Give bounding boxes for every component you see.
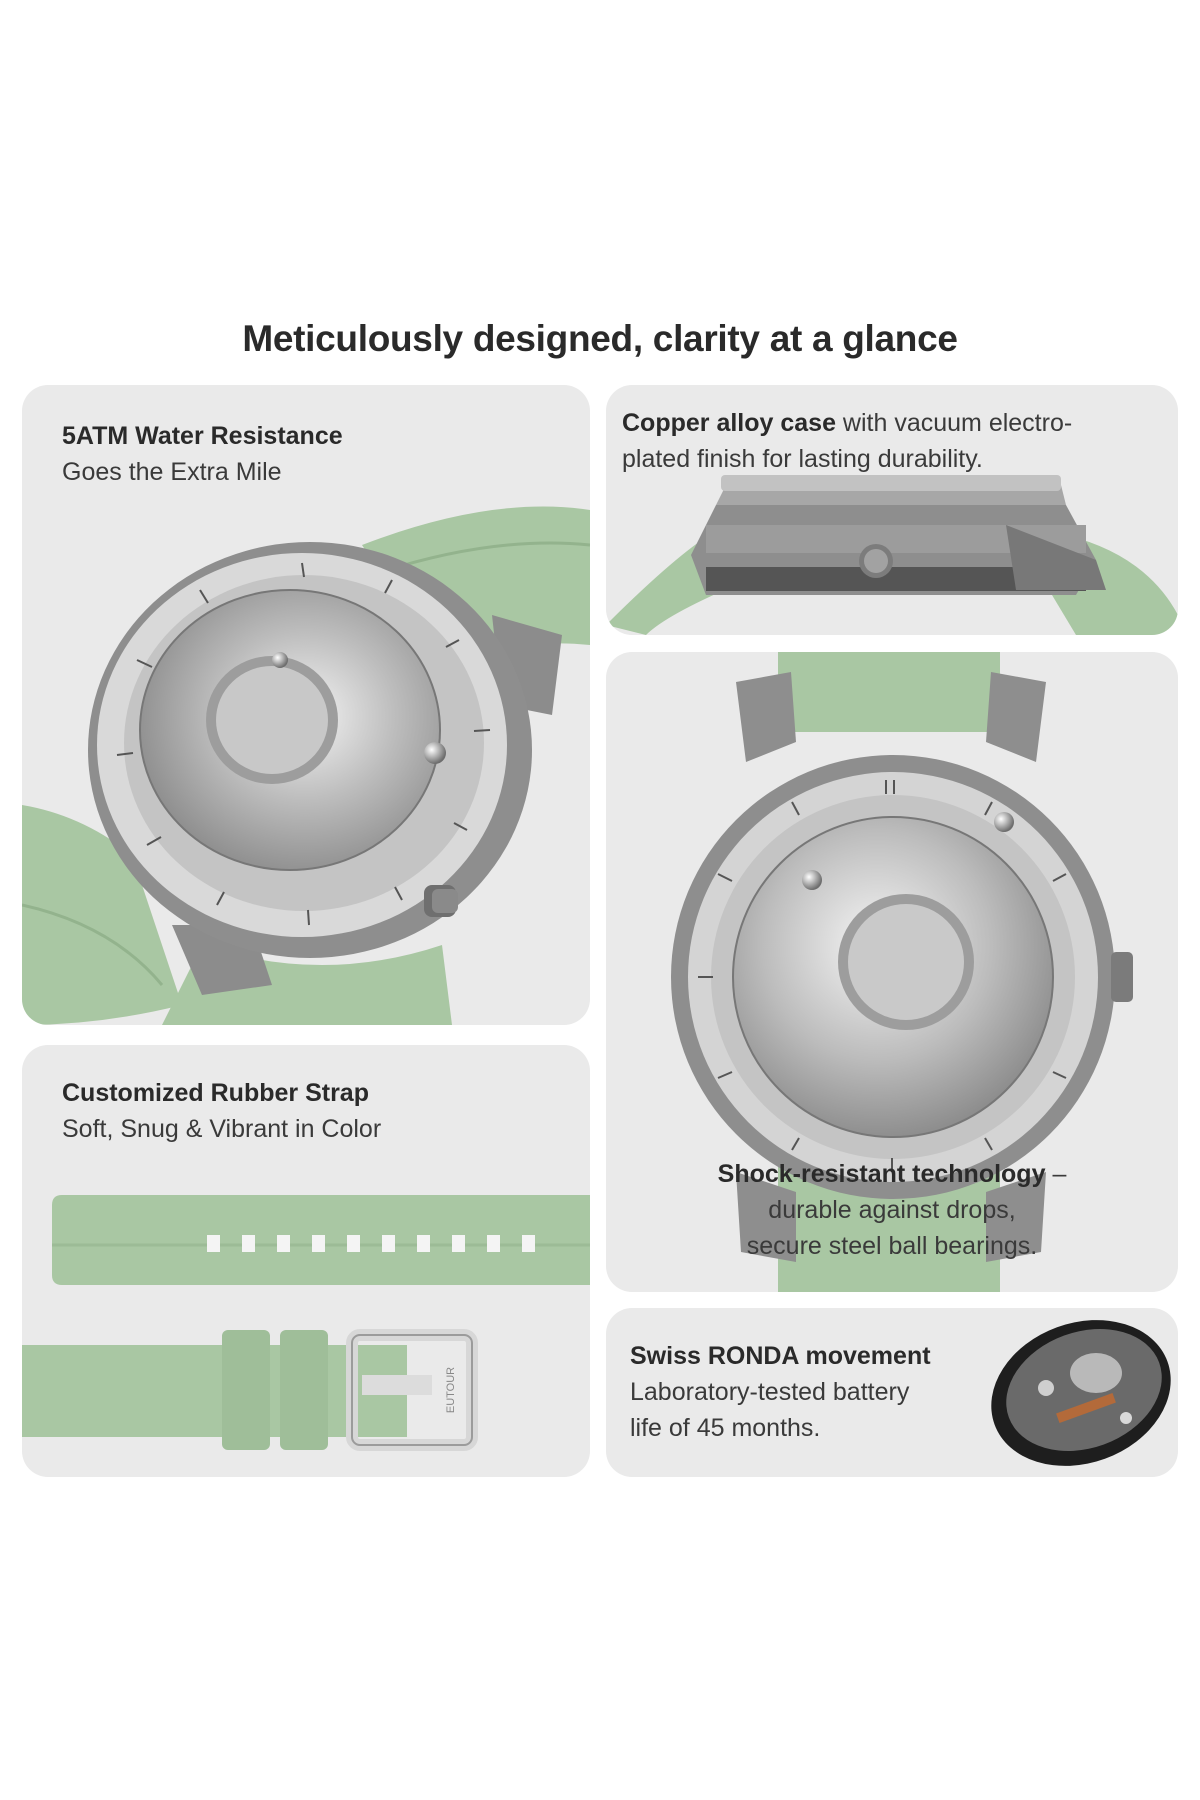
strap-title: Customized Rubber Strap [62, 1079, 369, 1107]
buckle-brand-text: EUTOUR [445, 1367, 457, 1413]
case-feature-rest: with vacuum electro- [835, 409, 1073, 437]
water-resistance-title: 5ATM Water Resistance [62, 422, 343, 450]
case-feature-bold: Copper alloy case [622, 409, 836, 437]
shock-resistant-card: Shock-resistant technology – durable aga… [606, 652, 1178, 1292]
movement-image [991, 1320, 1171, 1466]
movement-line3: life of 45 months. [630, 1414, 821, 1442]
water-resistance-card: 5ATM Water Resistance Goes the Extra Mil… [22, 385, 590, 1025]
shock-feature-line2: durable against drops, [768, 1196, 1016, 1224]
rubber-strap-card: EUTOUR Customized Rubber Strap Soft, Snu… [22, 1045, 590, 1477]
copper-case-card: Copper alloy case with vacuum electro- p… [606, 385, 1178, 635]
watch-front-image [671, 652, 1133, 1292]
strap-subtitle: Soft, Snug & Vibrant in Color [62, 1115, 382, 1143]
page-headline: Meticulously designed, clarity at a glan… [242, 318, 958, 359]
movement-card: Swiss RONDA movement Laboratory-tested b… [606, 1308, 1178, 1477]
movement-line2: Laboratory-tested battery [630, 1378, 910, 1406]
strap-image: EUTOUR [22, 1195, 590, 1451]
watch-side-image [606, 475, 1178, 635]
movement-title: Swiss RONDA movement [630, 1342, 931, 1370]
watch-angled-image [22, 506, 590, 1025]
case-feature-line2: plated finish for lasting durability. [622, 445, 983, 473]
shock-feature-bold: Shock-resistant technology [717, 1160, 1046, 1188]
water-resistance-subtitle: Goes the Extra Mile [62, 458, 282, 486]
shock-feature-line3: secure steel ball bearings. [746, 1232, 1038, 1260]
shock-feature-dash: – [1045, 1160, 1067, 1188]
